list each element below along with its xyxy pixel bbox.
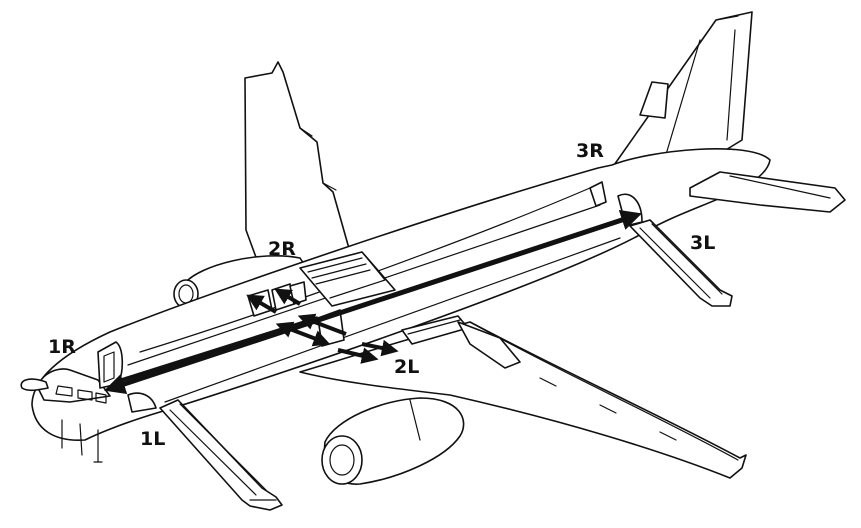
left-horizontal-stabilizer (639, 81, 669, 119)
slide-3l (629, 219, 733, 307)
exit-label-2r: 2R (268, 238, 296, 260)
arrow-2-center (275, 321, 331, 347)
exit-label-3r: 3R (576, 140, 604, 162)
arrow-2-center-b (297, 313, 347, 336)
exit-label-1l: 1L (140, 428, 166, 450)
exit-label-1r: 1R (48, 336, 76, 358)
door-3r (589, 181, 607, 207)
cockpit (20, 368, 111, 463)
arrow-2l-a (337, 347, 379, 364)
exit-label-3l: 3L (690, 232, 716, 254)
right-engine (321, 397, 465, 485)
slide-1l (159, 399, 283, 511)
evacuation-arrows (104, 209, 642, 395)
arrow-2r-a (246, 294, 278, 314)
arrow-2l-b (361, 339, 399, 357)
arrow-front-to-rear (104, 209, 642, 395)
arrow-2r-b (274, 288, 302, 306)
right-horizontal-stabilizer (689, 171, 846, 213)
exit-label-2l: 2L (394, 356, 420, 378)
